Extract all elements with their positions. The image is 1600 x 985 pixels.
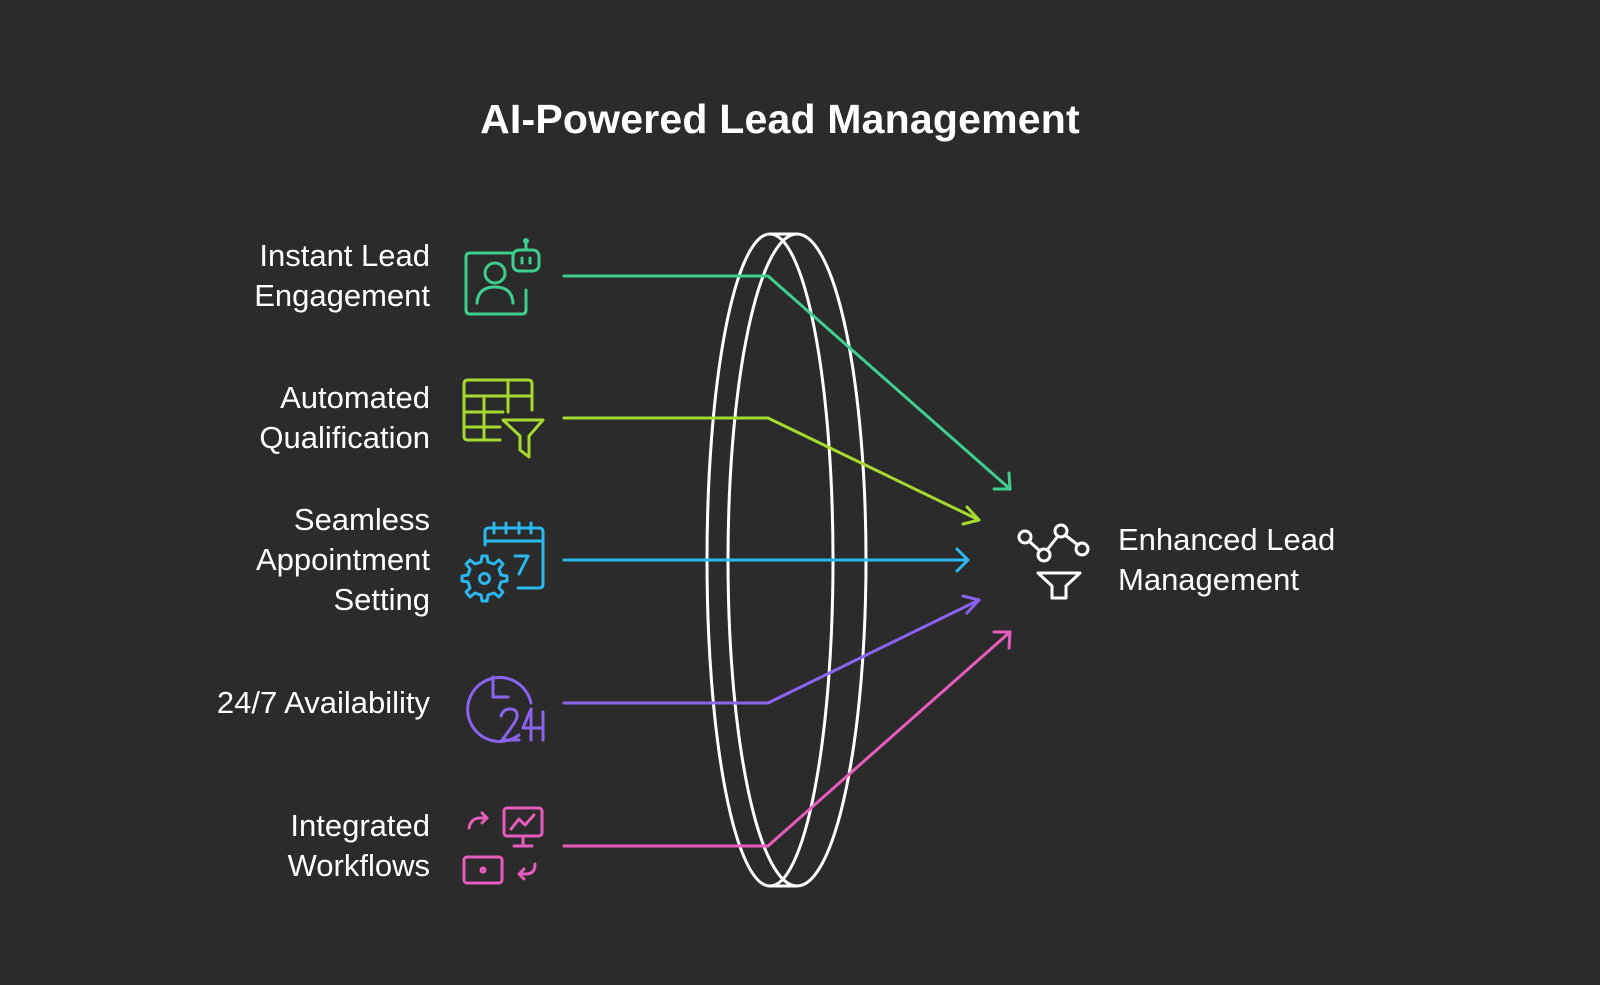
label-line: Integrated [290, 808, 430, 843]
label-line: Automated [280, 380, 430, 415]
label-instant-lead-engagement: Instant Lead Engagement [130, 236, 430, 316]
label-line: Setting [333, 582, 430, 617]
arrow-availability [562, 594, 981, 705]
label-enhanced-lead-management: Enhanced Lead Management [1118, 520, 1335, 600]
lens-edge [770, 232, 797, 888]
label-seamless-appointment-setting: Seamless Appointment Setting [130, 500, 430, 620]
label-line: Instant Lead [259, 238, 430, 273]
arrow-automated-qualification [562, 416, 981, 526]
label-line: 24/7 Availability [216, 685, 430, 720]
label-line: Workflows [287, 848, 430, 883]
label-availability: 24/7 Availability [130, 683, 430, 723]
label-line: Engagement [254, 278, 430, 313]
calendar-gear-icon [460, 521, 545, 603]
arrow-seamless-appointment-setting [562, 547, 970, 573]
arrow-instant-lead-engagement [562, 274, 1012, 491]
clock-24-icon [466, 675, 545, 743]
label-line: Qualification [259, 420, 430, 455]
lead-bot-icon [464, 238, 541, 316]
diagram-title: AI-Powered Lead Management [480, 96, 1080, 142]
label-line: Enhanced Lead [1118, 522, 1336, 557]
label-line: Seamless [293, 502, 430, 537]
funnel-network-icon [1017, 523, 1090, 600]
label-line: Appointment [255, 542, 430, 577]
workflow-monitor-icon [462, 806, 544, 885]
label-automated-qualification: Automated Qualification [130, 378, 430, 458]
table-filter-icon [462, 378, 545, 459]
arrow-integrated-workflows [562, 630, 1012, 848]
label-integrated-workflows: Integrated Workflows [130, 806, 430, 886]
label-line: Management [1118, 562, 1299, 597]
